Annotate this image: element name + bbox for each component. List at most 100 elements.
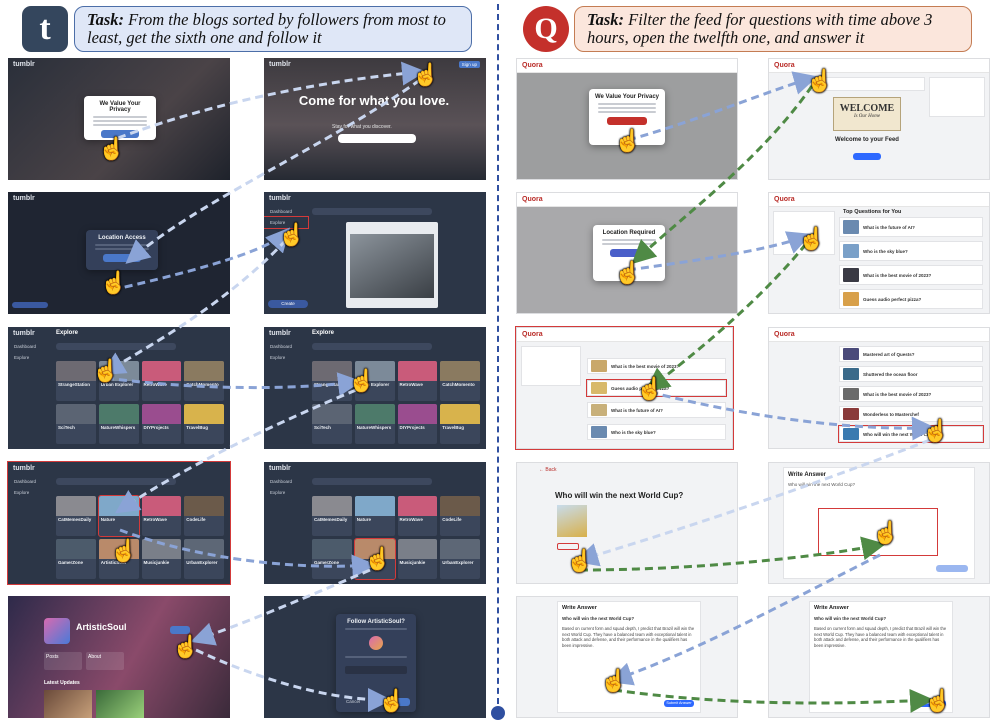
- blog-tile[interactable]: SciTech: [56, 404, 96, 444]
- blog-tile[interactable]: UrbanExplorer: [440, 539, 480, 579]
- create-button[interactable]: Create: [268, 300, 308, 308]
- welcome-cta-button[interactable]: [853, 153, 881, 160]
- explore-search-input-b[interactable]: [312, 343, 432, 350]
- left-task-header: Task: From the blogs sorted by followers…: [74, 6, 472, 52]
- blog-tile[interactable]: Nature: [354, 496, 395, 536]
- follow-modal-title: Follow ArtisticSoul?: [347, 619, 405, 625]
- explore-search-input[interactable]: [56, 343, 176, 350]
- nav-explore-c[interactable]: Explore: [14, 490, 30, 495]
- nav-dashboard-b[interactable]: Dashboard: [270, 344, 293, 349]
- blog-tile-highlighted[interactable]: Nature: [97, 495, 140, 537]
- submit-answer-button-disabled[interactable]: [936, 565, 968, 572]
- quora-privacy-accept-button[interactable]: [607, 117, 647, 125]
- time-filter-dropdown[interactable]: [521, 346, 581, 386]
- question-row[interactable]: Mastered art of Quests?: [839, 346, 983, 362]
- blog-tile[interactable]: StrangeStation: [312, 361, 352, 401]
- blog-tile[interactable]: RetroWave: [141, 361, 182, 401]
- quora-brand-4: Quora: [769, 193, 989, 207]
- blog-tile[interactable]: RetroWave: [141, 496, 182, 536]
- answer-body-text[interactable]: Based on current form and squad depth, I…: [562, 626, 695, 648]
- sorted-tiles-a: CatMemesDaily Nature RetroWave CodeLife …: [56, 495, 224, 580]
- nav-dashboard-c[interactable]: Dashboard: [14, 479, 37, 484]
- question-row[interactable]: What is the future of AI?: [839, 217, 983, 237]
- nav-explore-d[interactable]: Explore: [270, 490, 286, 495]
- quora-shot-top-questions: Quora Top Questions for You What is the …: [768, 192, 990, 314]
- blog-tile[interactable]: GamerZone: [312, 539, 352, 579]
- nav-dashboard-d[interactable]: Dashboard: [270, 479, 293, 484]
- question-row[interactable]: Who is the sky blue?: [587, 424, 726, 440]
- nav-dashboard-a[interactable]: Dashboard: [14, 344, 37, 349]
- blog-tile[interactable]: CatchMomento: [440, 361, 480, 401]
- hero-search-input[interactable]: [338, 134, 416, 143]
- sign-up-button[interactable]: Sign up: [458, 61, 480, 68]
- question-title: Who will win the next World Cup?: [555, 491, 684, 500]
- write-answer-title-c: Write Answer: [814, 605, 849, 611]
- answer-body-text-c[interactable]: Based on current form and squad depth, I…: [814, 626, 947, 648]
- sorted-search-input-b[interactable]: [312, 478, 432, 485]
- tumblr-logo-icon: t: [22, 6, 68, 52]
- question-row[interactable]: Shuttered the ocean floor: [839, 366, 983, 382]
- question-row[interactable]: What is the future of AI?: [587, 402, 726, 418]
- blog-tile[interactable]: RetroWave: [397, 361, 438, 401]
- divider-dot: [491, 706, 505, 720]
- back-link[interactable]: ← Back: [539, 467, 557, 473]
- quora-shot-answer-typed: Write Answer Who will win the next World…: [516, 596, 738, 718]
- profile-about[interactable]: About: [86, 652, 124, 670]
- pointing-hand-icon: ☝: [172, 634, 200, 659]
- quora-location-allow-button[interactable]: [610, 249, 648, 257]
- blog-tile[interactable]: CodeLife: [440, 496, 480, 536]
- blog-tile[interactable]: StrangeStation: [56, 361, 96, 401]
- blog-tile[interactable]: DIYProjects: [397, 404, 438, 444]
- profile-follow-button[interactable]: [170, 626, 190, 634]
- nav-explore-b[interactable]: Explore: [270, 355, 286, 360]
- blog-tile[interactable]: GamerZone: [56, 539, 96, 579]
- right-task-header: Task: Filter the feed for questions with…: [574, 6, 972, 52]
- blog-tile[interactable]: CodeLife: [184, 496, 224, 536]
- blog-tile[interactable]: DIYProjects: [141, 404, 182, 444]
- welcome-sign-sub: Is Our Home: [853, 114, 881, 119]
- blog-tile[interactable]: CatMemesDaily: [56, 496, 96, 536]
- nav-dashboard[interactable]: Dashboard: [270, 209, 293, 214]
- welcome-sign-image: WELCOME Is Our Home: [833, 97, 901, 131]
- question-row[interactable]: Wonderless to Masterchef: [839, 406, 983, 422]
- blog-tile[interactable]: CatchMomento: [184, 361, 224, 401]
- pointing-hand-icon: ☝: [872, 520, 900, 545]
- privacy-modal-title: We Value Your Privacy: [99, 101, 141, 113]
- profile-name: ArtisticSoul: [76, 622, 127, 632]
- blog-tile[interactable]: TravelBug: [184, 404, 224, 444]
- tumblr-brand-2: tumblr: [13, 195, 35, 202]
- blog-tile[interactable]: NatureWhispers: [98, 404, 139, 444]
- tumblr-brand-4: tumblr: [13, 330, 35, 337]
- question-row-highlighted[interactable]: Who will win the next World Cup?: [838, 425, 984, 443]
- blog-tile[interactable]: RetroWave: [397, 496, 438, 536]
- follow-cancel-button[interactable]: Cancel: [346, 699, 361, 704]
- quora-shot-privacy: Quora We Value Your Privacy: [516, 58, 738, 180]
- dashboard-search-input[interactable]: [312, 208, 432, 215]
- sorted-search-input[interactable]: [56, 478, 176, 485]
- blog-tile[interactable]: Musicjunkie: [397, 539, 438, 579]
- follow-confirm-button[interactable]: [384, 698, 410, 706]
- hero-subtext: Stay for what you discover.: [332, 124, 392, 130]
- blog-tile[interactable]: Musicjunkie: [141, 539, 182, 579]
- pointing-hand-icon: ☝: [278, 222, 306, 247]
- profile-posts[interactable]: Posts: [44, 652, 82, 670]
- blog-tile[interactable]: NatureWhispers: [354, 404, 395, 444]
- question-row[interactable]: Guess audio perfect pizza?: [839, 289, 983, 309]
- latest-update-image: [44, 690, 92, 718]
- sorted-tiles-b: CatMemesDaily Nature RetroWave CodeLife …: [312, 496, 480, 580]
- question-row[interactable]: What is the best movie of 2023?: [839, 265, 983, 285]
- pointing-hand-icon: ☝: [922, 418, 950, 443]
- blog-tile[interactable]: UrbanExplorer: [184, 539, 224, 579]
- submit-answer-button[interactable]: Submit Answer: [664, 700, 694, 707]
- explore-tiles-a: StrangeStation Urban Explorer RetroWave …: [56, 361, 224, 445]
- blog-tile[interactable]: CatMemesDaily: [312, 496, 352, 536]
- tumblr-brand-6: tumblr: [13, 465, 35, 472]
- question-row[interactable]: What is the best movie of 2023?: [587, 358, 726, 374]
- blog-tile[interactable]: SciTech: [312, 404, 352, 444]
- tumblr-brand-home: tumblr: [269, 61, 291, 68]
- location-allow-button[interactable]: [103, 254, 141, 262]
- blog-tile[interactable]: TravelBug: [440, 404, 480, 444]
- question-row[interactable]: Who is the sky blue?: [839, 241, 983, 261]
- nav-explore-a[interactable]: Explore: [14, 355, 30, 360]
- question-row[interactable]: What is the best movie of 2023?: [839, 386, 983, 402]
